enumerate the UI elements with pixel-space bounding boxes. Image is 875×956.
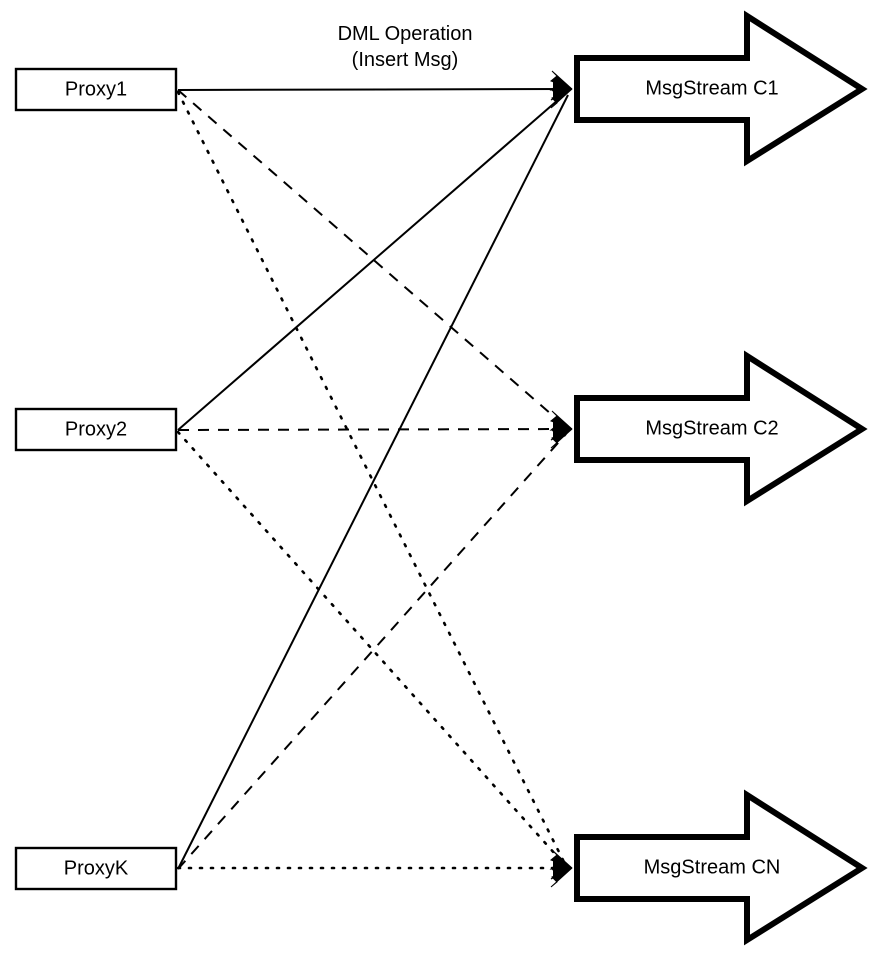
streams-layer: MsgStream C1 MsgStream C2 MsgStream CN	[574, 10, 868, 946]
edge-label-line1: DML Operation	[338, 23, 473, 45]
msgstream-cn-shape	[574, 789, 868, 946]
proxy1-label: Proxy1	[65, 78, 127, 100]
msgstream-c1-shape	[574, 10, 868, 167]
proxy1-node[interactable]: Proxy1	[14, 67, 178, 112]
arrowhead-head-c1	[549, 70, 573, 109]
msgstream-c1[interactable]: MsgStream C1	[574, 10, 868, 167]
proxy2-box	[14, 407, 178, 452]
arrowhead-head-cn	[549, 849, 573, 888]
connection-proxy2-to-c2	[177, 428, 567, 431]
msgstream-c2-shape	[574, 350, 868, 507]
connection-proxy1-to-c1	[177, 88, 567, 91]
proxyk-node[interactable]: ProxyK	[14, 846, 178, 891]
connection-proxy2-to-c1	[177, 92, 567, 431]
msgstream-cn[interactable]: MsgStream CN	[574, 789, 868, 946]
connection-proxy1-to-cn	[176, 90, 566, 864]
proxy1-box	[14, 67, 178, 112]
proxyk-box	[14, 846, 178, 891]
edge-label-dml-operation: DML Operation (Insert Msg)	[338, 23, 473, 71]
edge-label-line2: (Insert Msg)	[352, 49, 459, 71]
proxyk-label: ProxyK	[64, 857, 129, 879]
connection-proxy1-to-c2	[177, 89, 567, 428]
connection-proxyk-to-c1	[177, 94, 569, 870]
proxy2-label: Proxy2	[65, 418, 127, 440]
msgstream-c2[interactable]: MsgStream C2	[574, 350, 868, 507]
arrowhead-head-c2	[549, 410, 573, 449]
connection-proxyk-to-c2	[177, 433, 567, 870]
arrowheads-layer	[549, 70, 573, 888]
connections-layer	[176, 88, 569, 870]
msgstream-c1-label: MsgStream C1	[645, 77, 778, 99]
msgstream-cn-label: MsgStream CN	[644, 856, 781, 878]
connection-proxy2-to-cn	[176, 430, 566, 866]
msgstream-c2-label: MsgStream C2	[645, 417, 778, 439]
proxy2-node[interactable]: Proxy2	[14, 407, 178, 452]
